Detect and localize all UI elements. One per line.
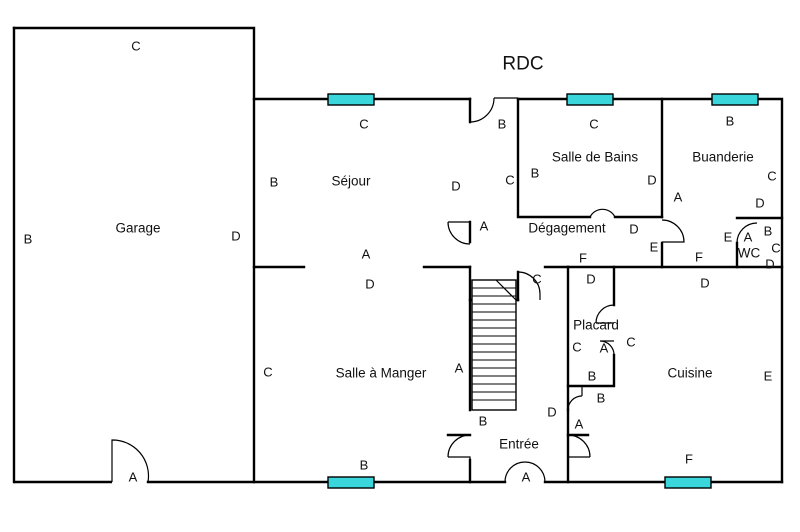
wall-letter: A — [479, 218, 489, 234]
window-bath — [566, 93, 614, 106]
wall-letter: A — [454, 360, 464, 376]
wall-letter: A — [673, 189, 683, 205]
wall-letter: C — [767, 168, 777, 184]
room-salle-de-bains: Salle de Bains — [551, 149, 639, 165]
wall-letter: F — [685, 451, 693, 467]
wall-letter: C — [263, 364, 273, 380]
room-garage: Garage — [115, 220, 161, 236]
wall-letter: E — [723, 229, 733, 245]
wall-letter: D — [765, 256, 775, 272]
wall-letter: F — [579, 250, 587, 266]
wall-letter: B — [587, 368, 597, 384]
wall-letter: D — [365, 276, 375, 292]
window-salle-manger — [327, 476, 375, 489]
wall-letter: C — [589, 116, 599, 132]
window-buanderie — [711, 93, 759, 106]
wall-letter: C — [131, 38, 141, 54]
wall-letter-entree-a: A — [521, 469, 531, 485]
wc-walls — [735, 216, 784, 269]
windows — [327, 93, 759, 489]
wall-letter: D — [647, 172, 657, 188]
wall-letter: C — [572, 339, 582, 355]
wall-letter: B — [497, 116, 507, 132]
room-degagement: Dégagement — [528, 220, 606, 236]
wall-letter: B — [530, 165, 540, 181]
wall-letter: E — [649, 239, 659, 255]
wall-letter: C — [359, 116, 369, 132]
wall-letter: B — [23, 231, 33, 247]
wall-letter-salle-b: B — [359, 457, 369, 473]
wall-letter: D — [231, 228, 241, 244]
wall-letter: E — [763, 368, 773, 384]
wall-letter: A — [599, 340, 609, 356]
room-buanderie: Buanderie — [692, 149, 754, 165]
wall-letter: B — [478, 413, 488, 429]
placard-walls — [566, 265, 616, 388]
room-cuisine: Cuisine — [667, 365, 713, 381]
wall-letter: D — [451, 178, 461, 194]
room-entree: Entrée — [499, 436, 539, 452]
room-placard: Placard — [573, 317, 619, 333]
room-sejour: Séjour — [331, 173, 371, 189]
wall-letter: A — [361, 246, 371, 262]
garage-walls — [12, 26, 256, 484]
wall-letter: D — [755, 195, 765, 211]
wall-letter: B — [763, 223, 773, 239]
wall-letter: C — [532, 271, 542, 287]
wall-letter: D — [700, 275, 710, 291]
wall-letter: B — [269, 174, 279, 190]
wall-letter: D — [547, 404, 557, 420]
wall-letter: B — [596, 390, 606, 406]
wall-letter: C — [626, 334, 636, 350]
window-sejour — [327, 93, 375, 106]
staircase — [471, 279, 517, 411]
wall-letter: A — [128, 469, 138, 485]
walls — [12, 26, 784, 484]
doors — [111, 97, 758, 483]
wall-letter: C — [505, 172, 515, 188]
room-salle-a-manger: Salle à Manger — [335, 365, 427, 381]
plan-title: RDC — [502, 53, 544, 75]
wall-letter: A — [574, 416, 584, 432]
wall-letter: D — [629, 221, 639, 237]
wall-letter: C — [771, 240, 781, 256]
hall-right-wall — [516, 97, 570, 484]
wall-letter: F — [695, 249, 703, 265]
window-cuisine — [664, 476, 712, 489]
wall-letter: A — [743, 229, 753, 245]
wall-letter: D — [586, 271, 596, 287]
wall-letter: B — [725, 113, 735, 129]
room-wc: WC — [737, 245, 761, 261]
